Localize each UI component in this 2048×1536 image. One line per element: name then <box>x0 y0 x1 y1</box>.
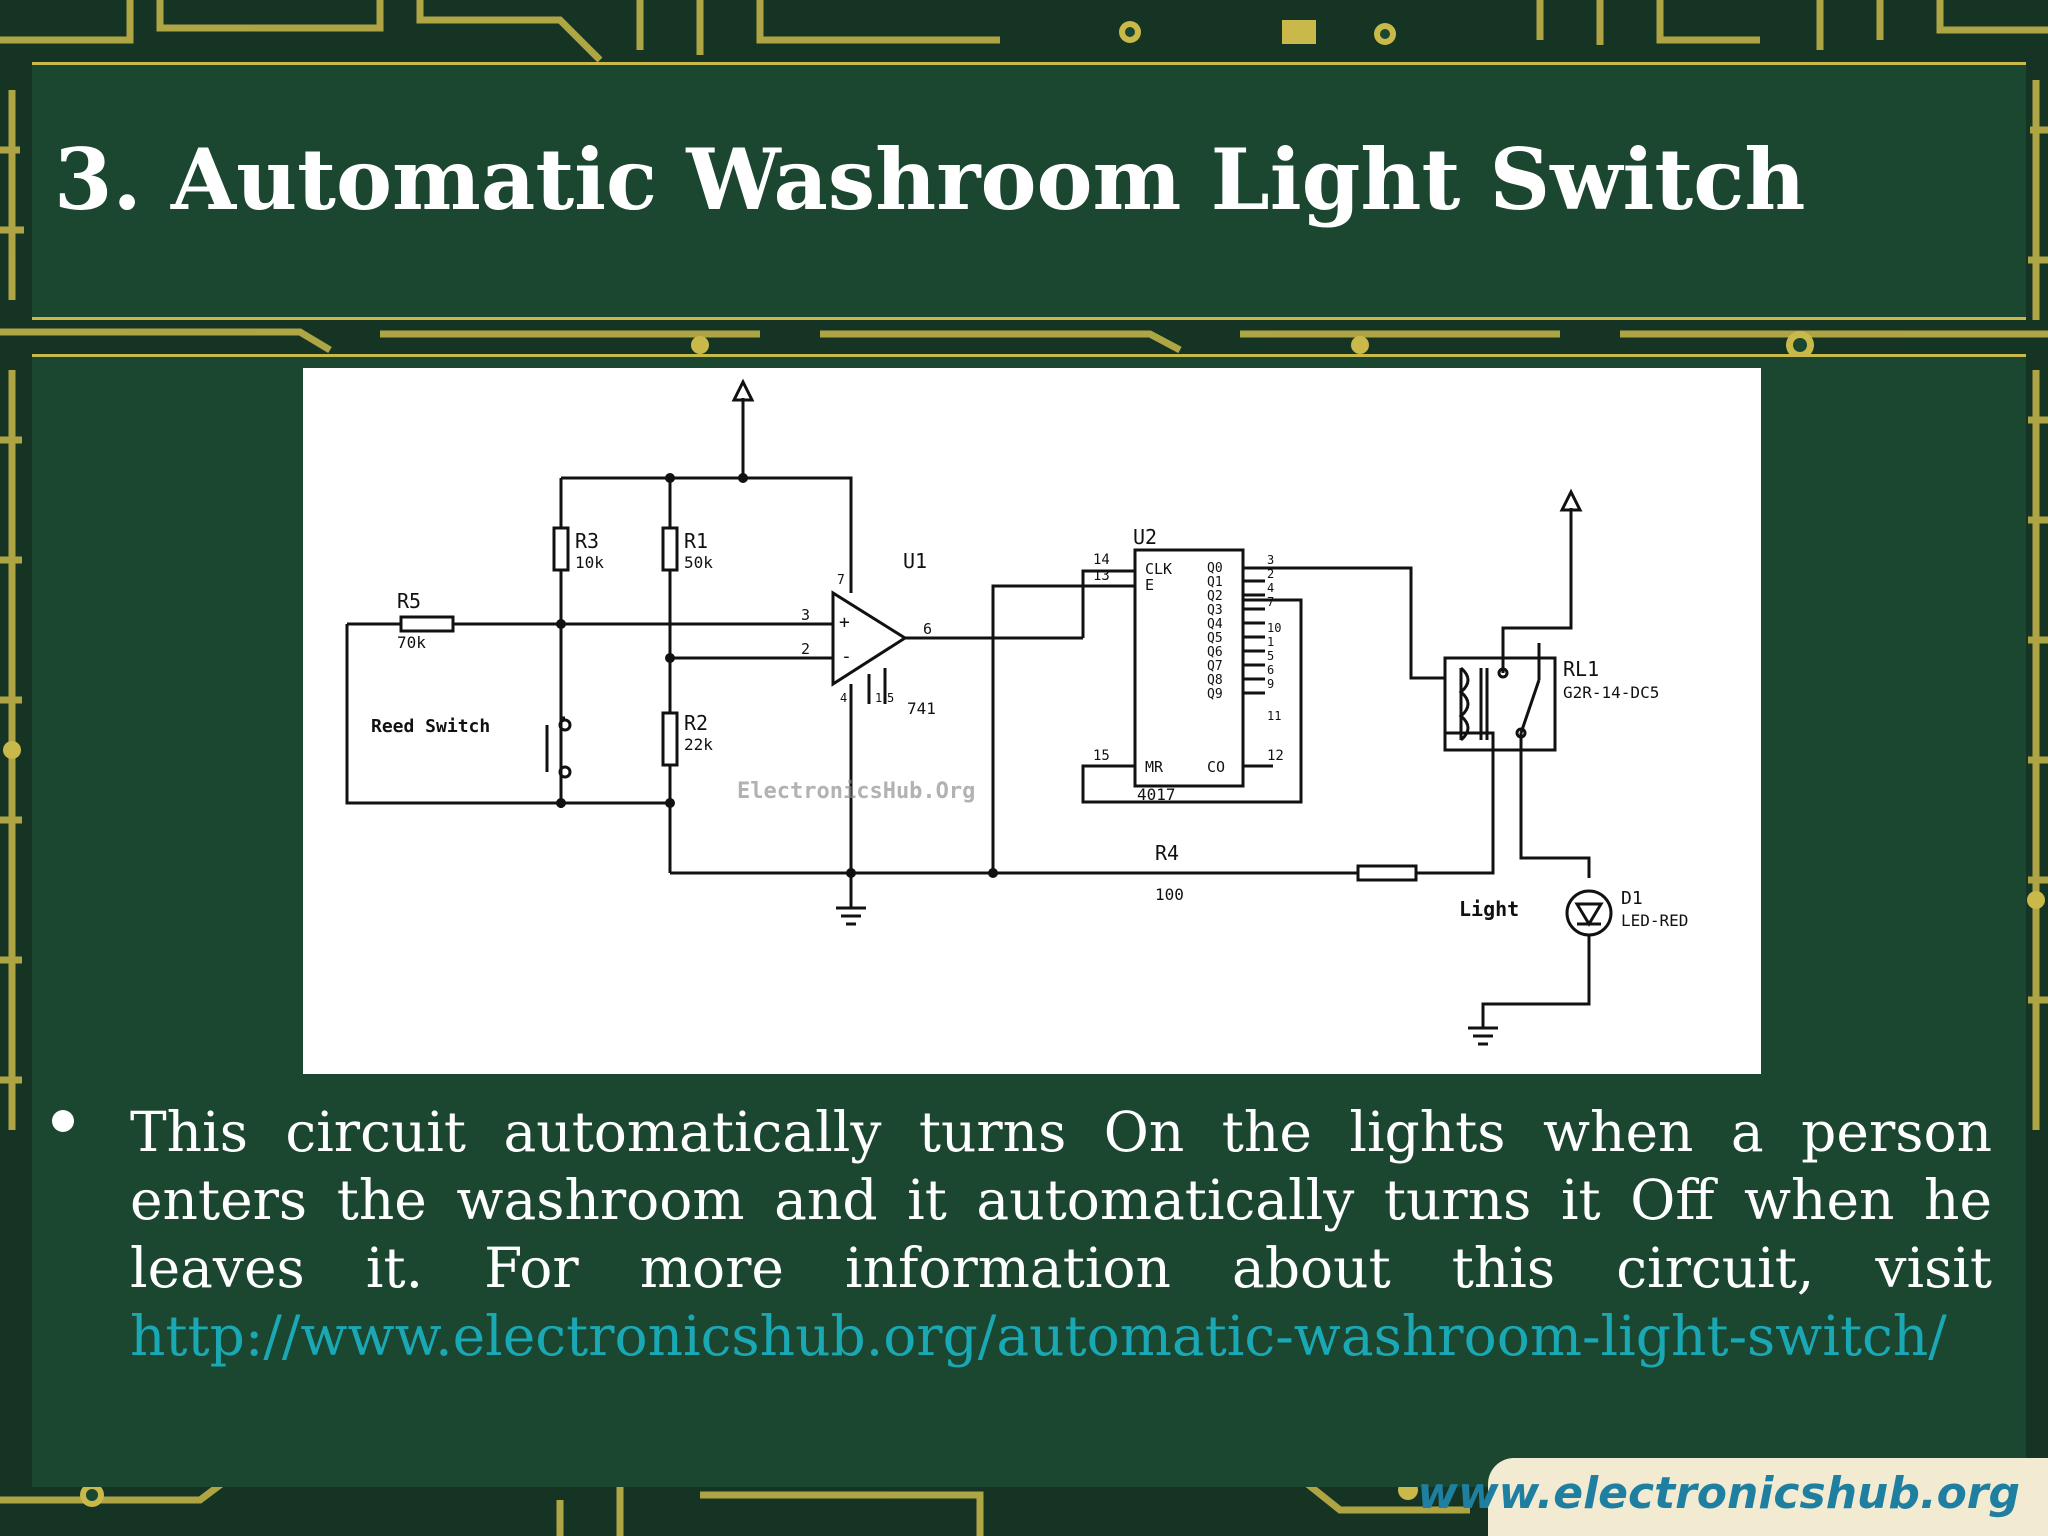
footer-url[interactable]: www.electronicshub.org <box>1417 1468 2020 1519</box>
bullet-dot <box>52 1110 74 1132</box>
q1-label: Q1 <box>1207 575 1223 590</box>
r2-label: R2 <box>684 711 708 735</box>
footer-tag: www.electronicshub.org <box>1417 1458 2048 1536</box>
q7-pin: 6 <box>1267 663 1274 677</box>
slide-title: 3. Automatic Washroom Light Switch <box>54 130 1806 229</box>
q7-label: Q7 <box>1207 659 1223 674</box>
clk-label: CLK <box>1145 560 1172 578</box>
e-label: E <box>1145 576 1154 594</box>
plus-sign: + <box>839 612 850 633</box>
u1-pin4: 4 <box>840 691 847 705</box>
reed-switch-label: Reed Switch <box>371 716 490 737</box>
light-label: Light <box>1459 897 1519 921</box>
r5-label: R5 <box>397 589 421 613</box>
u1-pin5: 5 <box>887 691 894 705</box>
q4-pin: 10 <box>1267 621 1281 635</box>
schematic: R5 70k R3 10k R1 50k R2 22k Reed Switch … <box>345 378 1688 1046</box>
q3-label: Q3 <box>1207 603 1223 618</box>
q1-pin: 2 <box>1267 567 1274 581</box>
circuit-diagram: R5 70k R3 10k R1 50k R2 22k Reed Switch … <box>303 368 1761 1074</box>
r4-value: 100 <box>1155 885 1184 904</box>
q8-pin: 9 <box>1267 677 1274 691</box>
u1-pin6: 6 <box>923 620 932 638</box>
q9-pin: 11 <box>1267 709 1281 723</box>
bullet-paragraph: This circuit automatically turns On the … <box>130 1098 1992 1370</box>
q5-label: Q5 <box>1207 631 1223 646</box>
u1-pin7: 7 <box>837 573 845 588</box>
u1-pin2: 2 <box>801 640 810 658</box>
u2-part: 4017 <box>1137 785 1176 804</box>
pin14-label: 14 <box>1093 552 1110 568</box>
q9-label: Q9 <box>1207 687 1223 702</box>
u1-part: 741 <box>907 699 936 718</box>
u2-label: U2 <box>1133 525 1157 549</box>
u1-label: U1 <box>903 549 927 573</box>
rl1-part: G2R-14-DC5 <box>1563 683 1659 702</box>
r3-value: 10k <box>575 553 604 572</box>
minus-sign: - <box>841 646 852 667</box>
q4-label: Q4 <box>1207 617 1223 632</box>
q0-pin: 3 <box>1267 553 1274 567</box>
rl1-label: RL1 <box>1563 657 1599 681</box>
q6-label: Q6 <box>1207 645 1223 660</box>
mr-label: MR <box>1145 758 1164 776</box>
q8-label: Q8 <box>1207 673 1223 688</box>
r5-value: 70k <box>397 633 426 652</box>
pin12-label: 12 <box>1267 748 1284 764</box>
pin13-label: 13 <box>1093 568 1110 584</box>
q3-pin: 7 <box>1267 595 1274 609</box>
r2-value: 22k <box>684 735 713 754</box>
d1-label: D1 <box>1621 888 1643 909</box>
q2-label: Q2 <box>1207 589 1223 604</box>
co-label: CO <box>1207 758 1225 776</box>
d1-part: LED-RED <box>1621 911 1688 930</box>
watermark: ElectronicsHub.Org <box>737 779 975 804</box>
u1-pin1: 1 <box>875 691 882 705</box>
r1-label: R1 <box>684 529 708 553</box>
q6-pin: 5 <box>1267 649 1274 663</box>
r1-value: 50k <box>684 553 713 572</box>
source-link[interactable]: http://www.electronicshub.org/automatic-… <box>130 1304 1947 1368</box>
bullet-text: This circuit automatically turns On the … <box>130 1100 1992 1300</box>
title-panel <box>32 62 2026 320</box>
r4-label: R4 <box>1155 841 1179 865</box>
q5-pin: 1 <box>1267 635 1274 649</box>
r3-label: R3 <box>575 529 599 553</box>
u1-pin3: 3 <box>801 606 810 624</box>
q0-label: Q0 <box>1207 561 1223 576</box>
q2-pin: 4 <box>1267 581 1274 595</box>
pin15-label: 15 <box>1093 748 1110 764</box>
